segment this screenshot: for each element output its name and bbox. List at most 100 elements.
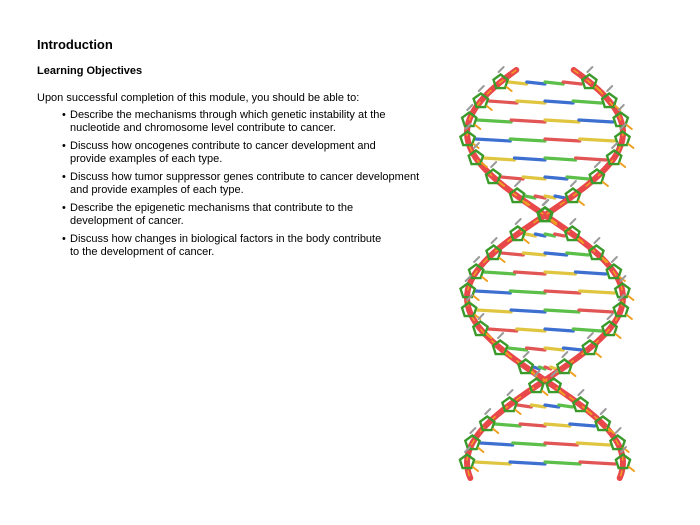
base-pair [565, 251, 591, 257]
atom-cap [498, 181, 506, 187]
base-pair [509, 308, 547, 314]
list-item: Describe the mechanisms through which ge… [62, 109, 419, 135]
atom-cap [569, 218, 577, 225]
atom-cap [522, 351, 530, 358]
atom-cap [466, 104, 474, 111]
sugar-ring [614, 453, 632, 470]
sugar-ring [580, 73, 598, 90]
sugar-ring [500, 396, 519, 413]
base-pair [521, 175, 547, 181]
objective-line: development of cancer. [70, 215, 184, 227]
sugar-ring [594, 415, 612, 432]
sugar-ring [608, 434, 627, 451]
sugar-ring [458, 453, 476, 470]
atom-cap [619, 275, 627, 282]
sugar-ring [492, 73, 510, 90]
base-pair [506, 346, 529, 352]
base-pair [578, 137, 617, 143]
atom-cap [593, 161, 601, 168]
base-pair [482, 156, 517, 162]
atom-cap [614, 333, 622, 339]
base-pair [508, 289, 547, 295]
objective-line: Discuss how oncogenes contribute to canc… [70, 140, 376, 152]
list-item: Discuss how changes in biological factor… [62, 233, 419, 259]
base-pair [577, 308, 615, 314]
base-pair [543, 194, 557, 200]
atom-cap [585, 409, 593, 415]
sugar-ring [460, 301, 478, 318]
atom-cap [619, 162, 627, 168]
base-pair [543, 403, 561, 409]
atom-cap [541, 390, 549, 396]
atom-cap [586, 66, 594, 73]
atom-cap [497, 332, 505, 339]
atom-cap [569, 371, 577, 377]
objective-line: Describe the mechanisms through which ge… [70, 109, 386, 121]
base-pair [523, 194, 537, 200]
list-item: Describe the epigenetic mechanisms that … [62, 202, 419, 228]
atom-cap [610, 256, 618, 263]
sugar-ring [459, 282, 477, 299]
sugar-ring [545, 377, 563, 394]
base-pair [512, 156, 547, 162]
list-item: Discuss how oncogenes contribute to canc… [62, 140, 419, 166]
base-pair [487, 99, 519, 105]
atom-cap [492, 428, 500, 434]
sugar-ring [472, 92, 490, 109]
base-pair [478, 441, 515, 447]
base-pair [578, 460, 617, 466]
sugar-ring [564, 187, 582, 204]
atom-cap [619, 123, 627, 130]
atom-cap [627, 143, 635, 149]
atom-cap [464, 123, 472, 130]
base-pair [571, 99, 603, 105]
backbone-highlight [466, 69, 624, 479]
sugar-ring [612, 301, 630, 318]
sugar-ring [600, 92, 618, 109]
base-pair [473, 460, 512, 466]
base-pair [573, 156, 608, 162]
atom-cap [469, 427, 477, 434]
atom-cap [577, 389, 585, 396]
base-pair [578, 289, 616, 295]
base-pair [509, 118, 547, 124]
list-item: Discuss how tumor suppressor genes contr… [62, 171, 419, 197]
base-pair [525, 80, 547, 86]
atom-cap [577, 200, 585, 206]
sugar-ring [536, 206, 554, 223]
base-pair [543, 175, 569, 181]
sugar-ring [458, 130, 477, 147]
base-pair [515, 99, 547, 105]
atom-cap [606, 313, 614, 320]
base-pair [573, 270, 608, 276]
base-pair [474, 289, 512, 295]
atom-cap [601, 181, 609, 187]
base-pair [493, 422, 522, 428]
base-pair [473, 137, 512, 143]
sugar-ring [581, 339, 599, 356]
base-pair [575, 441, 612, 447]
sugar-ring [563, 225, 581, 242]
base-pair [508, 460, 547, 466]
dna-double-helix-icon [458, 66, 635, 481]
base-pair [482, 270, 517, 276]
atom-cap [586, 332, 594, 339]
base-pair [543, 99, 575, 105]
base-pair [543, 460, 582, 466]
intro-text: Upon successful completion of this modul… [37, 92, 360, 104]
base-pair [507, 80, 529, 86]
atom-cap [601, 257, 609, 263]
atom-cap [472, 295, 480, 301]
atom-cap [514, 180, 522, 187]
section-subtitle: Learning Objectives [37, 65, 143, 77]
base-pair [529, 403, 547, 409]
atom-cap [481, 276, 489, 282]
backbone-highlight [466, 69, 624, 479]
atom-cap [472, 142, 480, 149]
sugar-ring [587, 244, 605, 261]
sugar-ring [612, 111, 630, 128]
base-pair [571, 327, 604, 333]
sugar-ring [605, 263, 623, 280]
base-pair [533, 232, 547, 238]
objectives-list: Describe the mechanisms through which ge… [62, 109, 419, 264]
